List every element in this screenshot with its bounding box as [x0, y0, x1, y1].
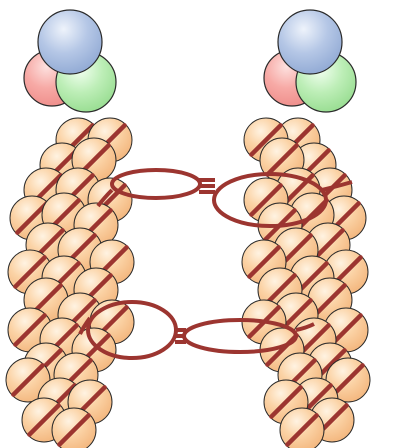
right-filament: [242, 10, 370, 448]
blue-head-domain: [38, 10, 102, 74]
blue-head-domain: [278, 10, 342, 74]
actin-bead: [280, 408, 324, 448]
left-filament: [6, 10, 134, 448]
actin-bead: [52, 408, 96, 448]
